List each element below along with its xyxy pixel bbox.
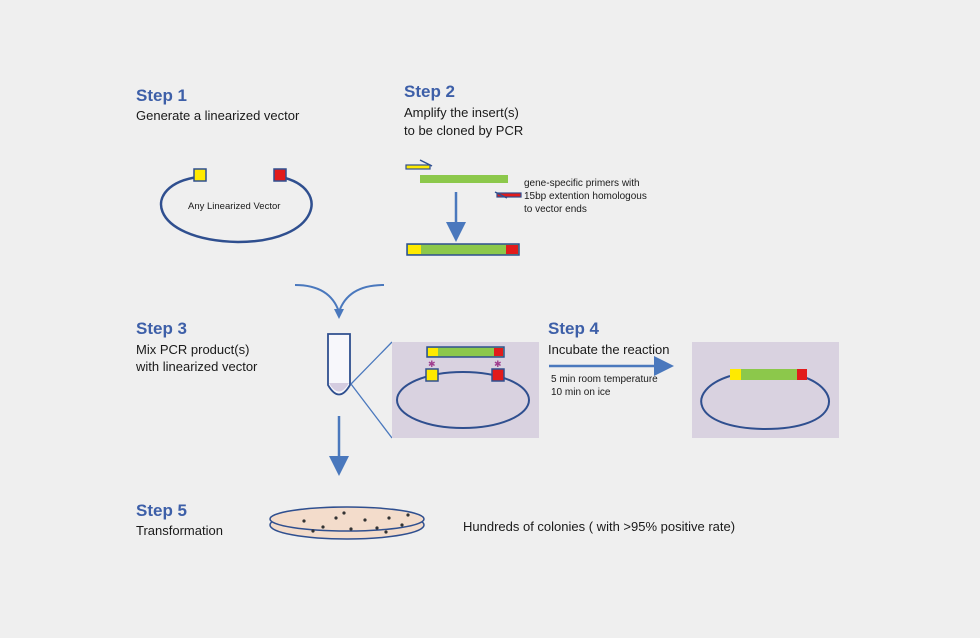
circular-product-icon xyxy=(730,369,807,380)
step4-title: Step 4 xyxy=(548,319,600,338)
condition-line2: 10 min on ice xyxy=(551,387,611,398)
step2-subtitle-line2: to be cloned by PCR xyxy=(404,123,524,138)
primer-note-line1: gene-specific primers with xyxy=(524,178,640,189)
vector-end-yellow-icon xyxy=(425,368,439,382)
pcr-product-icon xyxy=(406,243,520,256)
step2-title: Step 2 xyxy=(404,82,456,101)
pcr-tube-icon xyxy=(327,333,351,396)
merge-arrow-icon xyxy=(294,284,385,319)
vector-label: Any Linearized Vector xyxy=(188,201,281,212)
result-text: Hundreds of colonies ( with >95% positiv… xyxy=(463,519,736,534)
step3-subtitle-line1: Mix PCR product(s) xyxy=(136,342,250,357)
homology-star-icon: ✱ xyxy=(494,360,502,370)
homology-star-icon: ✱ xyxy=(428,360,436,370)
primer-note-line2: 15bp extention homologous xyxy=(524,191,647,202)
condition-line1: 5 min room temperature xyxy=(551,374,658,385)
vector-end-red-icon xyxy=(491,368,505,382)
step3-title: Step 3 xyxy=(136,319,188,338)
step1-title: Step 1 xyxy=(136,86,188,105)
step1-vector-icon xyxy=(159,168,313,244)
vector-end-red-icon xyxy=(273,168,287,182)
step5-title: Step 5 xyxy=(136,501,188,520)
agar-plate-icon xyxy=(269,506,425,540)
insert-icon xyxy=(426,346,505,358)
zoom-line-icon xyxy=(350,383,393,439)
zoom-line-icon xyxy=(350,341,393,385)
step3-subtitle-line2: with linearized vector xyxy=(136,359,258,374)
vector-end-yellow-icon xyxy=(193,168,207,182)
step4-subtitle: Incubate the reaction xyxy=(548,342,670,357)
reverse-primer-icon xyxy=(494,191,522,199)
primer-note-line3: to vector ends xyxy=(524,204,587,215)
step2-subtitle-line1: Amplify the insert(s) xyxy=(404,105,519,120)
step1-subtitle: Generate a linearized vector xyxy=(136,108,300,123)
step4-product-panel xyxy=(692,342,839,438)
step3-mix-panel: ✱ ✱ xyxy=(392,342,539,438)
step2-pcr-icon xyxy=(405,159,522,256)
step5-subtitle: Transformation xyxy=(136,523,223,538)
template-insert-icon xyxy=(420,175,508,183)
forward-primer-icon xyxy=(405,159,433,170)
